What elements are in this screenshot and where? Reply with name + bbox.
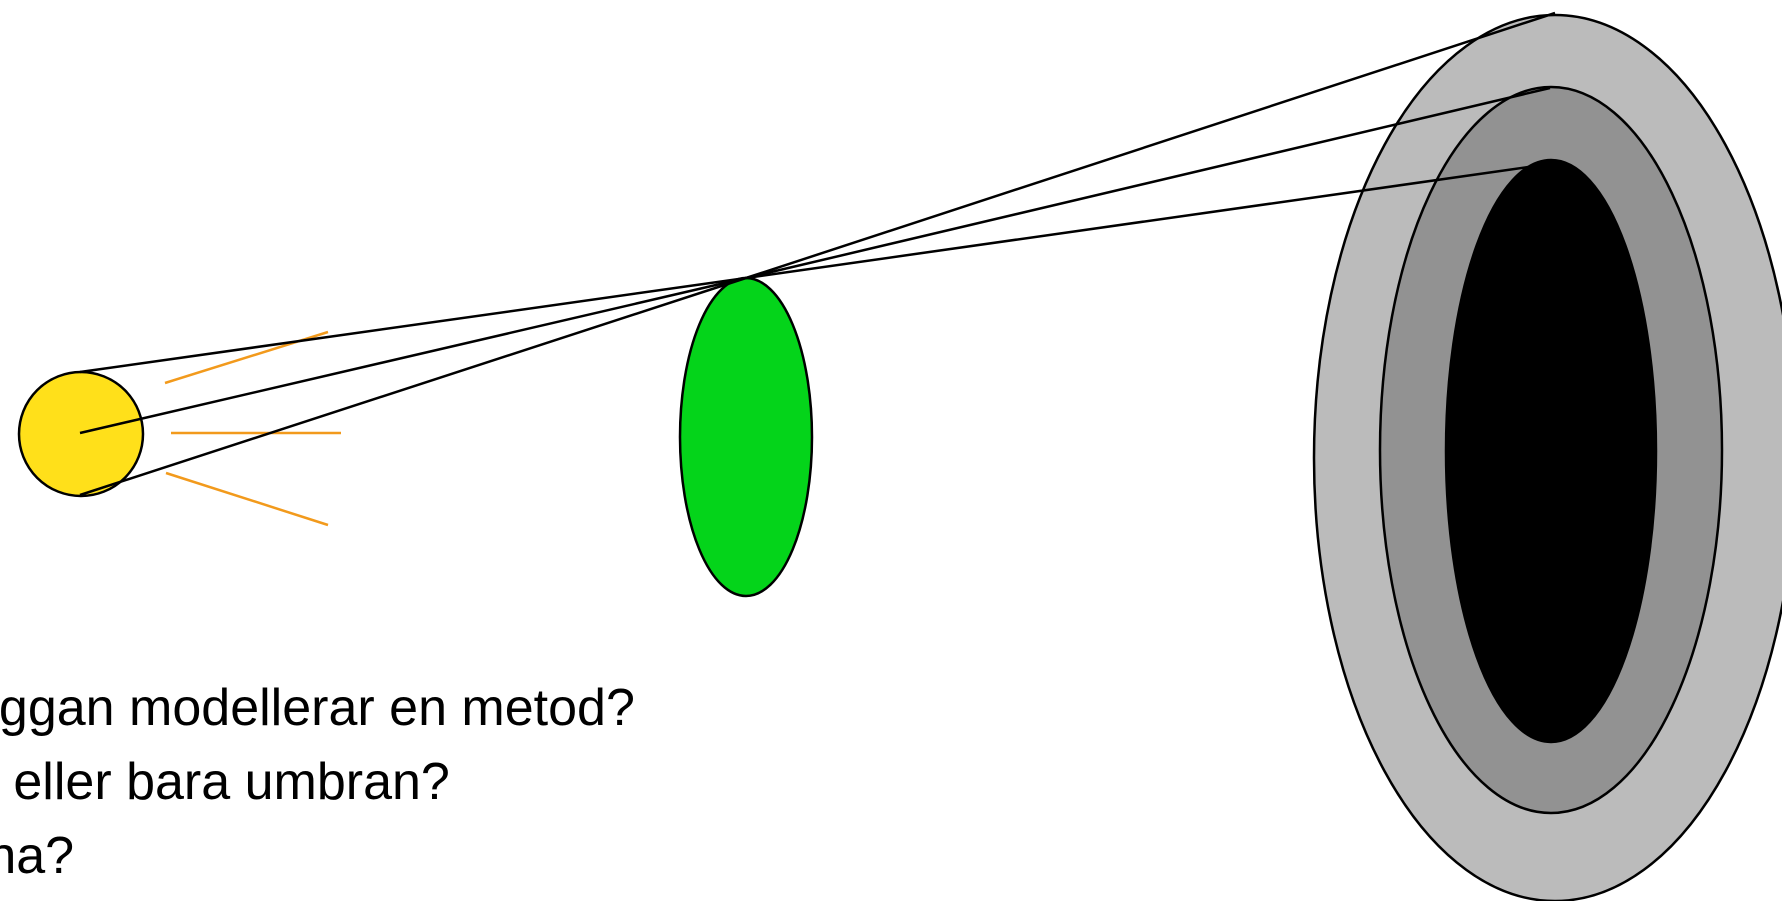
light-rays bbox=[164, 330, 341, 527]
caption-line-2: n eller bara umbran? bbox=[0, 753, 450, 811]
projection-line-bottom bbox=[79, 11, 1556, 497]
light-ray-lower bbox=[165, 471, 329, 527]
occluder-ellipse bbox=[678, 276, 814, 598]
caption-line-1: uggan modellerar en metod? bbox=[0, 679, 635, 737]
caption-line-3: rna? bbox=[0, 827, 75, 885]
projection-lines bbox=[79, 11, 1556, 497]
umbra-region bbox=[1444, 158, 1658, 744]
